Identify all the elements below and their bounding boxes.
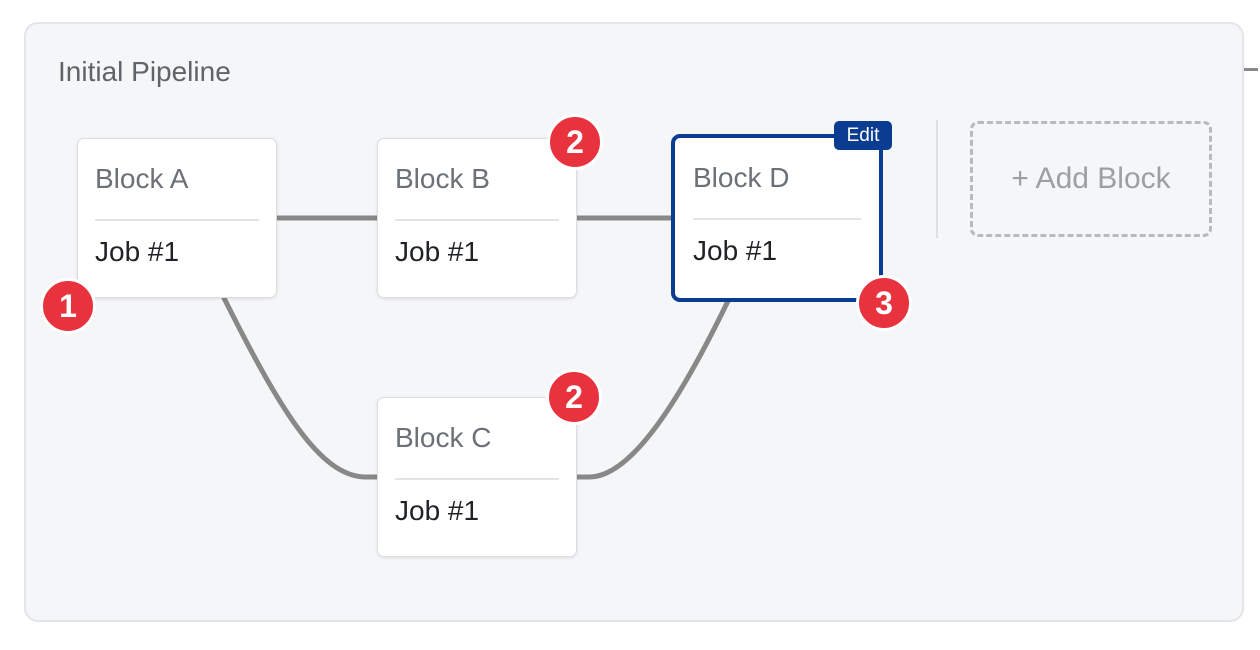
block-name: Block A (95, 163, 189, 194)
job-name[interactable]: Job #1 (95, 236, 180, 267)
add-block-button[interactable]: + Add Block (970, 121, 1212, 237)
step-badge-1: 1 (40, 278, 96, 334)
add-block-separator (936, 120, 938, 238)
step-badge-3: 3 (856, 275, 912, 331)
block-b-card[interactable]: Block B Job #1 (377, 138, 577, 298)
edit-tag[interactable]: Edit (834, 121, 892, 150)
block-divider (693, 218, 861, 220)
connector-a-c (221, 295, 380, 480)
block-a-card[interactable]: Block A Job #1 (77, 138, 277, 298)
block-name: Block C (395, 422, 492, 453)
connector-c-d (574, 298, 731, 480)
job-name[interactable]: Job #1 (395, 495, 480, 526)
block-divider (95, 219, 259, 221)
pipeline-title: Initial Pipeline (58, 56, 231, 87)
block-name: Block D (693, 162, 790, 193)
step-badge-2-block-c: 2 (546, 369, 602, 425)
step-badge-2-block-b: 2 (547, 114, 603, 170)
job-name[interactable]: Job #1 (395, 236, 480, 267)
panel-edge-mark (1244, 68, 1258, 71)
job-name[interactable]: Job #1 (693, 235, 778, 266)
block-divider (395, 219, 559, 221)
block-c-card[interactable]: Block C Job #1 (377, 397, 577, 557)
block-name: Block B (395, 163, 490, 194)
block-d-card[interactable]: Block D Job #1 (671, 134, 883, 302)
block-divider (395, 478, 559, 480)
